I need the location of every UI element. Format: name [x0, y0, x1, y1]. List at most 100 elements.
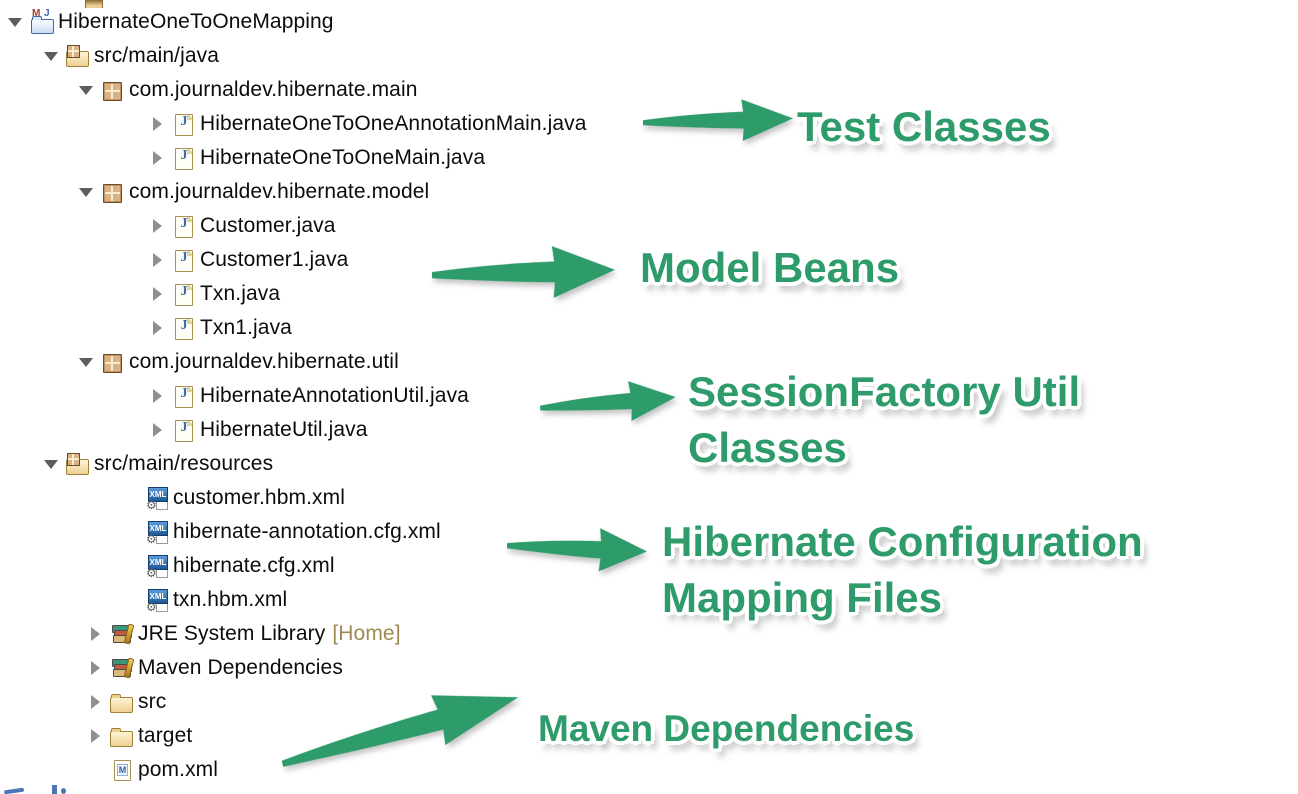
document-shape [175, 147, 193, 170]
cropped-logo-fragment [61, 788, 66, 794]
document-shape [175, 385, 193, 408]
annotation-model-beans: Model Beans [640, 240, 899, 296]
expand-arrow-icon[interactable] [88, 659, 110, 677]
tree-item-label: Customer1.java [200, 248, 349, 271]
folder-shape [110, 727, 133, 747]
expand-arrow-icon[interactable] [88, 625, 110, 643]
java-letter: J [180, 283, 188, 299]
collapse-arrow-icon[interactable] [44, 47, 66, 65]
library-icon [110, 656, 135, 681]
tree-row[interactable]: J HibernateAnnotationUtil.java [0, 379, 1298, 413]
tree-row[interactable]: JRE System Library [Home] [0, 617, 1298, 651]
source-folder-icon [66, 452, 90, 477]
java-file-icon: J [172, 146, 196, 171]
expand-arrow-icon[interactable] [150, 421, 172, 439]
tree-item-label: com.journaldev.hibernate.main [129, 78, 418, 101]
annotation-line: Test Classes [797, 103, 1051, 150]
annotation-line: Hibernate Configuration [662, 518, 1143, 565]
expand-arrow-icon[interactable] [150, 251, 172, 269]
annotation-test-classes: Test Classes [797, 99, 1051, 155]
tree-item-label: hibernate.cfg.xml [173, 554, 335, 577]
expand-arrow-icon[interactable] [88, 693, 110, 711]
annotation-line: Classes [688, 424, 847, 471]
expand-arrow-icon[interactable] [150, 217, 172, 235]
java-file-icon: J [172, 282, 196, 307]
java-file-icon: J [172, 316, 196, 341]
gear-icon [146, 533, 157, 545]
tree-item-label: src/main/resources [94, 452, 274, 475]
tree-row[interactable]: Maven Dependencies [0, 651, 1298, 685]
java-letter: J [180, 385, 188, 401]
annotation-line: Maven Dependencies [538, 708, 915, 749]
tree-item-label: HibernateAnnotationUtil.java [200, 384, 469, 407]
xml-file-icon: XML [145, 520, 169, 545]
tree-row[interactable]: XMLhibernate-annotation.cfg.xml [0, 515, 1298, 549]
cropped-icon-fragment [85, 0, 103, 8]
tree-item-label: HibernateOneToOneAnnotationMain.java [200, 112, 587, 135]
java-file-icon: J [172, 418, 196, 443]
document-shape: M [114, 759, 131, 781]
expand-arrow-icon[interactable] [150, 319, 172, 337]
tree-row[interactable]: com.journaldev.hibernate.model [0, 175, 1298, 209]
collapse-arrow-icon[interactable] [79, 183, 101, 201]
tree-item-label: Customer.java [200, 214, 336, 237]
expand-arrow-icon[interactable] [150, 115, 172, 133]
java-file-icon: J [172, 248, 196, 273]
tree-row[interactable]: src [0, 685, 1298, 719]
collapse-arrow-icon[interactable] [44, 455, 66, 473]
expand-arrow-icon[interactable] [150, 149, 172, 167]
tree-row[interactable]: XMLcustomer.hbm.xml [0, 481, 1298, 515]
tree-item-label: JRE System Library [138, 622, 326, 645]
collapse-arrow-icon[interactable] [79, 81, 101, 99]
xml-file-icon: XML [145, 486, 169, 511]
xml-file-icon: XML [145, 588, 169, 613]
package-grid [103, 183, 122, 203]
tree-item-label: HibernateUtil.java [200, 418, 368, 441]
tree-row[interactable]: src/main/resources [0, 447, 1298, 481]
collapse-arrow-icon[interactable] [8, 13, 30, 31]
tree-row[interactable]: com.journaldev.hibernate.util [0, 345, 1298, 379]
gear-icon [146, 567, 157, 579]
java-letter: J [180, 147, 188, 163]
document-shape [175, 283, 193, 306]
tree-item-label: pom.xml [138, 758, 219, 781]
green-arrow-model-beans-icon [431, 246, 615, 298]
expand-arrow-icon[interactable] [88, 727, 110, 745]
package-badge [67, 452, 80, 466]
tree-row[interactable]: com.journaldev.hibernate.main [0, 73, 1298, 107]
annotation-line: Model Beans [640, 244, 900, 291]
annotation-line: SessionFactory Util [688, 368, 1081, 415]
green-arrow-maven-dependencies-icon [281, 695, 519, 767]
expand-arrow-icon[interactable] [150, 285, 172, 303]
package-grid [103, 81, 122, 101]
expand-arrow-icon[interactable] [150, 387, 172, 405]
package-icon [101, 180, 125, 205]
tree-row[interactable]: XMLtxn.hbm.xml [0, 583, 1298, 617]
tree-item-label: src/main/java [94, 44, 220, 67]
collapse-arrow-icon[interactable] [79, 353, 101, 371]
library-path-badge: [Home] [332, 622, 401, 645]
document-shape [175, 113, 193, 136]
tree-row[interactable]: src/main/java [0, 39, 1298, 73]
folder-icon [110, 724, 134, 749]
tree-row[interactable]: target [0, 719, 1298, 753]
tree-row[interactable]: XMLhibernate.cfg.xml [0, 549, 1298, 583]
folder-icon [110, 690, 134, 715]
tree-item-label: Maven Dependencies [138, 656, 343, 679]
java-file-icon: J [172, 214, 196, 239]
maven-letter: M [117, 763, 128, 776]
cropped-logo-fragment [3, 787, 25, 794]
